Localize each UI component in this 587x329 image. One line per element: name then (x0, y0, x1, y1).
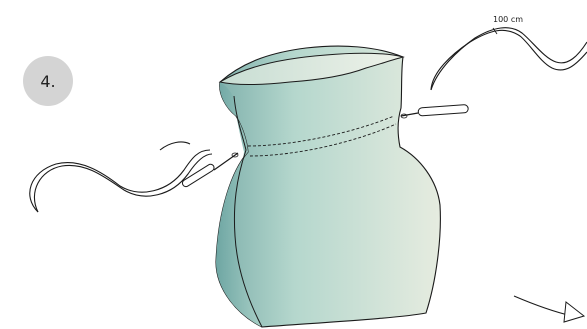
bag-opening (218, 52, 405, 86)
bag-body (215, 45, 441, 328)
bodkin-right-icon (400, 104, 469, 119)
drawstring-stitch-lower (249, 123, 397, 157)
step-number: 4. (40, 71, 56, 91)
step-badge: 4. (23, 56, 73, 106)
drawstring-stitch-upper (247, 115, 395, 147)
bag-side-panel (216, 82, 262, 327)
bag-side-seam (233, 95, 263, 328)
cord-left-icon (29, 141, 213, 213)
cord-right-icon: 100 cm (430, 15, 587, 91)
cord-length-label: 100 cm (493, 15, 523, 24)
arrow-icon (513, 295, 586, 323)
bag-illustration (215, 45, 441, 328)
bodkin-left-icon (181, 152, 239, 188)
